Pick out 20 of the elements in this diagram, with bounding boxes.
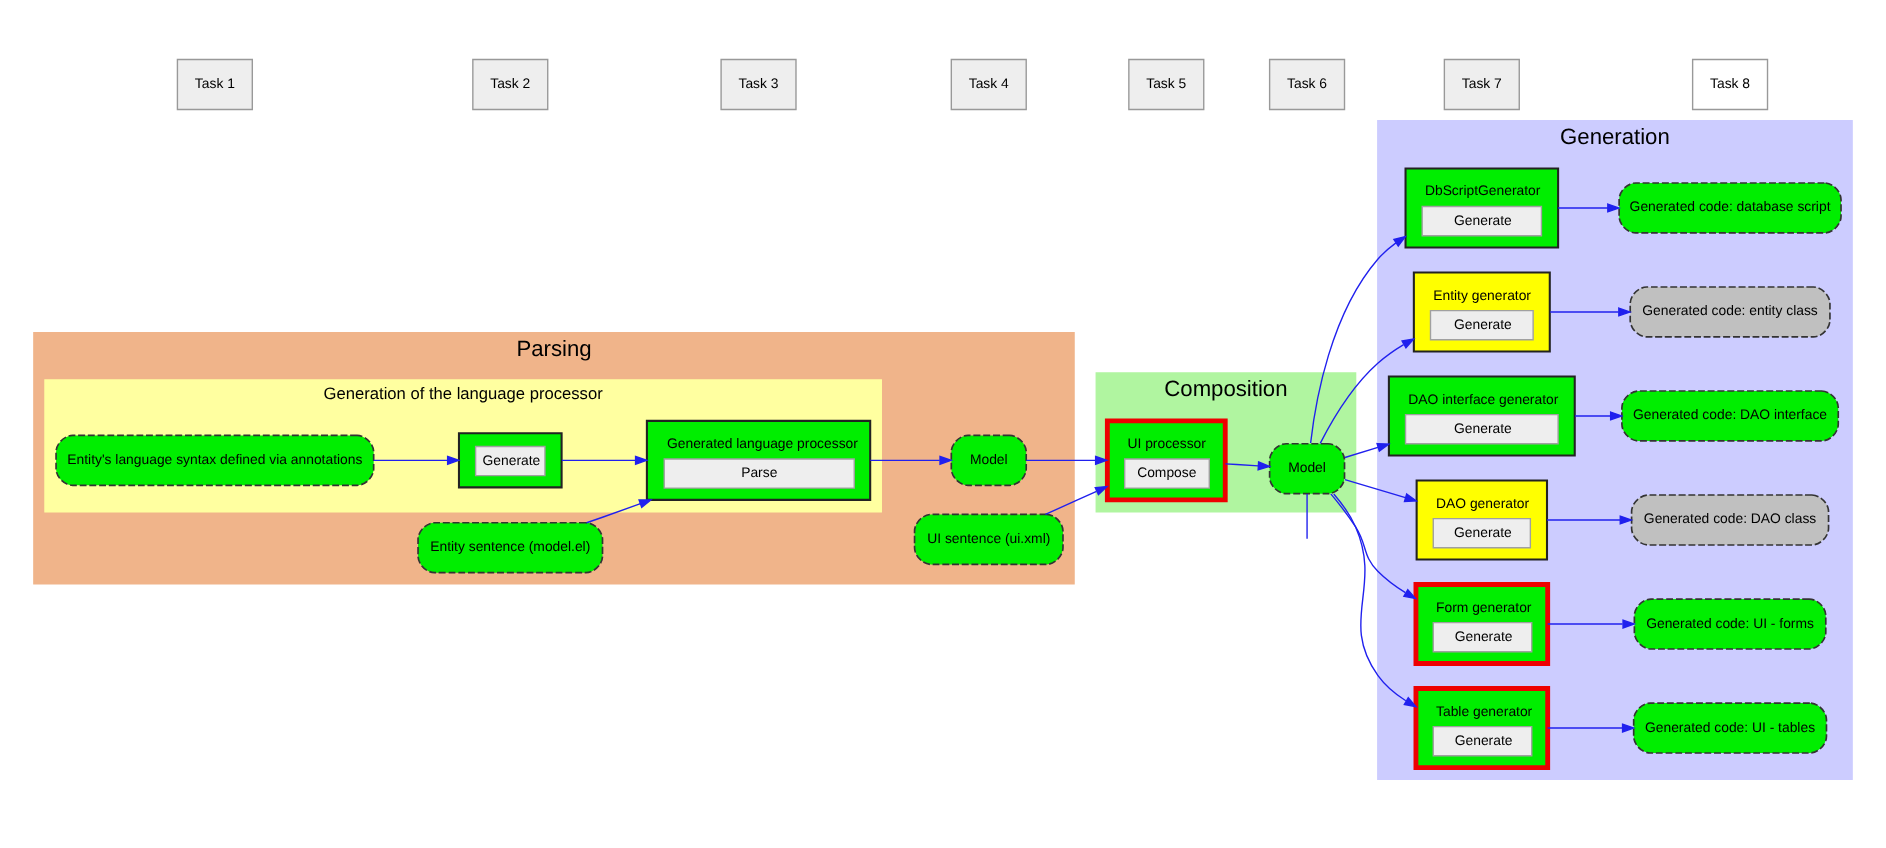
arrow: [1549, 306, 1633, 316]
arrow: [869, 454, 954, 465]
arrow: [1546, 514, 1634, 524]
arrow: [1224, 459, 1272, 470]
arrow: [1557, 202, 1621, 212]
arrow: [1344, 477, 1419, 502]
arrow: [1333, 492, 1418, 707]
arrow: [1309, 234, 1408, 443]
arrow: [561, 454, 649, 465]
arrow: [1574, 410, 1624, 420]
arrow: [1344, 441, 1391, 458]
arrow: [1025, 454, 1109, 465]
arrow: [1330, 492, 1418, 599]
arrow: [1547, 618, 1637, 628]
arrow: [1547, 722, 1636, 732]
arrow: [585, 498, 653, 523]
arrow: [373, 454, 461, 465]
connector: [1306, 492, 1308, 539]
arrow: [1319, 336, 1416, 444]
arrow: [1044, 484, 1109, 515]
